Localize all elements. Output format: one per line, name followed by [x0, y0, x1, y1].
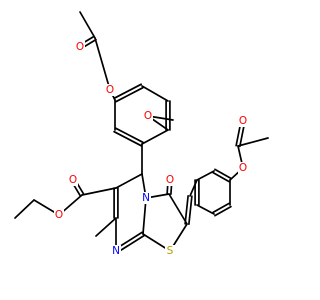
atom-n-ring-upper-label: N — [142, 192, 150, 204]
atom-n-ring-lower-label: N — [112, 245, 120, 257]
bond-line — [184, 194, 189, 225]
bond-line — [214, 205, 232, 217]
bond-line — [212, 171, 230, 183]
atom-n-ring-lower: N — [111, 245, 121, 257]
bond-line — [115, 127, 144, 144]
atom-s-ring: S — [165, 245, 175, 257]
bond-line — [212, 202, 230, 214]
atom-n-ring-upper: N — [141, 192, 151, 204]
atom-o-ester-carbonyl: O — [68, 174, 78, 186]
atom-o-ring-ketone-label: O — [166, 174, 174, 186]
atom-o-carbonyl-right-label: O — [239, 115, 247, 127]
bond-line — [116, 234, 145, 254]
atom-o-ester-ether: O — [54, 209, 64, 221]
bond-line — [95, 217, 117, 237]
bond-line — [237, 137, 269, 147]
bond-line — [113, 83, 142, 100]
atom-labels: O O O O O O O O — [54, 41, 248, 257]
atom-o-carbonyl-upper: O — [75, 41, 85, 53]
bond-line — [141, 129, 169, 145]
bond-line — [81, 187, 117, 196]
atom-o-acetoxy-right-label: O — [239, 162, 247, 174]
bond-line — [14, 199, 35, 219]
molecule-structure: O O O O O O O O — [14, 11, 269, 257]
atom-o-acetoxy-right: O — [238, 162, 248, 174]
bond-line — [196, 204, 215, 215]
atom-o-methoxy-label: O — [144, 110, 152, 122]
bond-line — [115, 173, 143, 189]
bonds — [14, 11, 269, 254]
atom-o-ring-ketone: O — [165, 174, 175, 186]
bond-line — [214, 168, 232, 180]
bond-line — [188, 195, 193, 226]
bond-line — [196, 170, 215, 181]
bond-line — [141, 85, 169, 102]
bond-line — [94, 37, 111, 91]
atom-o-acetoxy-upper: O — [105, 84, 115, 96]
atom-o-acetoxy-upper-label: O — [106, 84, 114, 96]
atom-s-ring-label: S — [167, 245, 174, 257]
bond-line — [113, 130, 142, 147]
atom-o-ester-carbonyl-label: O — [69, 174, 77, 186]
atom-o-ester-ether-label: O — [55, 209, 63, 221]
atom-o-carbonyl-right: O — [238, 115, 248, 127]
atom-o-methoxy: O — [143, 110, 153, 122]
bond-line — [115, 86, 144, 103]
bond-line — [168, 193, 188, 225]
bond-line — [79, 11, 96, 39]
atom-o-carbonyl-upper-label: O — [76, 41, 84, 53]
